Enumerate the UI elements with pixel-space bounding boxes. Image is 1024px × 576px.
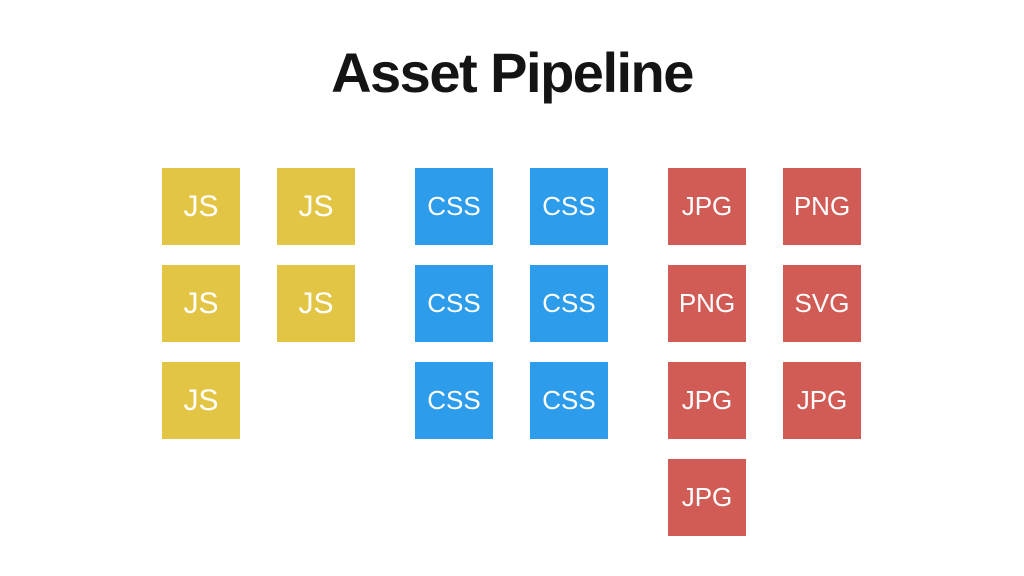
asset-box: CSS <box>530 265 608 342</box>
asset-box: CSS <box>415 168 493 245</box>
asset-group-stylesheet-assets: CSS CSS CSS CSS CSS CSS <box>415 168 608 536</box>
asset-box: JPG <box>668 459 746 536</box>
asset-box: PNG <box>668 265 746 342</box>
asset-box: CSS <box>415 362 493 439</box>
asset-box: JS <box>162 168 240 245</box>
asset-box: JPG <box>668 168 746 245</box>
asset-box: CSS <box>415 265 493 342</box>
asset-box: JS <box>162 362 240 439</box>
asset-box: JS <box>277 168 355 245</box>
asset-box: CSS <box>530 168 608 245</box>
asset-group-javascript-assets: JS JS JS JS JS <box>162 168 355 536</box>
asset-box: JPG <box>783 362 861 439</box>
asset-box: JS <box>162 265 240 342</box>
asset-box: JPG <box>668 362 746 439</box>
asset-box: JS <box>277 265 355 342</box>
asset-grid: JS JS JS JS JS CSS CSS CSS CSS CSS CSS JPG PNG PNG SVG… <box>162 168 861 536</box>
asset-group-image-assets: JPG PNG PNG SVG JPG JPG JPG <box>668 168 861 536</box>
asset-box: SVG <box>783 265 861 342</box>
asset-box: CSS <box>530 362 608 439</box>
slide-title: Asset Pipeline <box>331 41 694 104</box>
asset-box: PNG <box>783 168 861 245</box>
